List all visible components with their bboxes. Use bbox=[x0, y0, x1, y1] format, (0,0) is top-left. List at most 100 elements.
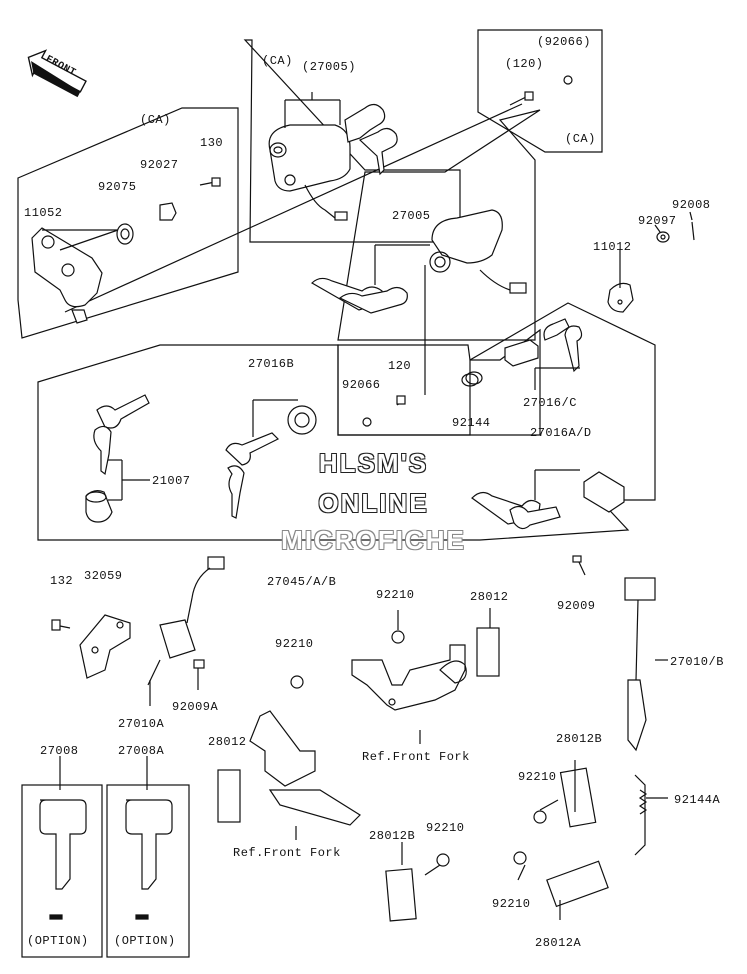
screw-92009-icon bbox=[572, 555, 586, 576]
label-28012a: 28012A bbox=[535, 936, 582, 950]
washer-92097-icon bbox=[656, 231, 670, 243]
label-27045: 27045/A/B bbox=[267, 575, 337, 589]
label-92210-b: 92210 bbox=[275, 637, 314, 651]
option-frame-2 bbox=[106, 784, 190, 958]
label-ref-front-fork-2: Ref.Front Fork bbox=[233, 846, 341, 860]
front-fork-bracket-2-icon bbox=[249, 710, 361, 826]
cylinder-27016ad-icon bbox=[583, 471, 625, 513]
label-92097: 92097 bbox=[638, 214, 677, 228]
pad-28012-a-icon bbox=[476, 627, 500, 677]
key-pair-27016b-icon bbox=[225, 432, 280, 519]
ca-frame-right bbox=[477, 29, 603, 153]
label-27016ad: 27016A/D bbox=[530, 426, 592, 440]
pad-28012a-icon bbox=[546, 860, 609, 908]
cylinder-21007-icon bbox=[85, 490, 113, 523]
label-32059: 32059 bbox=[84, 569, 123, 583]
bolt-132-icon bbox=[51, 619, 71, 631]
key-pair-27016c-icon bbox=[543, 318, 583, 373]
bolt-120-icon bbox=[396, 395, 406, 406]
label-11052: 11052 bbox=[24, 206, 63, 220]
option-frame-1 bbox=[21, 784, 103, 958]
label-27016c: 27016/C bbox=[523, 396, 577, 410]
label-92066: 92066 bbox=[342, 378, 381, 392]
label-92075: 92075 bbox=[98, 180, 137, 194]
washer-92066-icon bbox=[362, 417, 372, 427]
switch-27010a-icon bbox=[147, 556, 225, 686]
screw-92009a-icon bbox=[193, 659, 205, 669]
label-option-2: (OPTION) bbox=[114, 934, 176, 948]
label-92144: 92144 bbox=[452, 416, 491, 430]
label-120: 120 bbox=[388, 359, 412, 373]
label-ref-front-fork-1: Ref.Front Fork bbox=[362, 750, 470, 764]
pad-28012-b-icon bbox=[217, 769, 241, 823]
watermark-line-1: HLSM'S bbox=[318, 448, 429, 478]
label-27005: 27005 bbox=[392, 209, 431, 223]
cylinder-frame bbox=[37, 302, 656, 541]
nut-92210-c-icon bbox=[533, 810, 547, 824]
part-27016c-icon bbox=[504, 339, 539, 367]
label-28012b-b: 28012B bbox=[369, 829, 416, 843]
label-92009: 92009 bbox=[557, 599, 596, 613]
ca-frame-left bbox=[17, 107, 239, 339]
nut-92210-e-icon bbox=[513, 851, 527, 865]
label-27008a: 27008A bbox=[118, 744, 165, 758]
grommet-92075-icon bbox=[116, 223, 134, 245]
leader-120 bbox=[64, 103, 523, 313]
screw-92008-icon bbox=[691, 221, 695, 241]
key-pair-middle-icon bbox=[311, 277, 408, 314]
label-28012-a: 28012 bbox=[470, 590, 509, 604]
nut-92210-b-icon bbox=[290, 675, 304, 689]
nut-92210-a-icon bbox=[391, 630, 405, 644]
label-27016b: 27016B bbox=[248, 357, 295, 371]
label-ca-right: (CA) bbox=[565, 132, 596, 146]
label-92210-e: 92210 bbox=[492, 897, 531, 911]
cylinder-27016b-icon bbox=[287, 405, 317, 435]
spring-92144-icon bbox=[461, 371, 483, 387]
label-ca-top: (CA) bbox=[262, 54, 293, 68]
collar-92027-icon bbox=[159, 202, 177, 221]
label-ca-left: (CA) bbox=[140, 113, 171, 127]
label-option-1: (OPTION) bbox=[27, 934, 89, 948]
label-27005-top: (27005) bbox=[302, 60, 356, 74]
option-key-1-icon bbox=[39, 799, 87, 920]
key-pair-21007-icon bbox=[93, 394, 150, 476]
key-pair-top-icon bbox=[344, 103, 398, 176]
label-92027: 92027 bbox=[140, 158, 179, 172]
label-28012b-a: 28012B bbox=[556, 732, 603, 746]
label-130: 130 bbox=[200, 136, 224, 150]
label-120-paren: (120) bbox=[505, 57, 544, 71]
bolt-130-icon bbox=[199, 177, 221, 187]
switch-27010b-icon bbox=[624, 577, 656, 752]
label-11012: 11012 bbox=[593, 240, 632, 254]
label-92210-c: 92210 bbox=[518, 770, 557, 784]
plate-11012-icon bbox=[607, 282, 634, 313]
bracket-32059-icon bbox=[79, 614, 131, 679]
ignition-switch-top bbox=[268, 124, 351, 221]
key-pair-27016ad-icon bbox=[471, 491, 561, 530]
label-92066-paren: (92066) bbox=[537, 35, 591, 49]
label-92210-d: 92210 bbox=[426, 821, 465, 835]
label-92210-a: 92210 bbox=[376, 588, 415, 602]
label-92009a: 92009A bbox=[172, 700, 219, 714]
label-92144a: 92144A bbox=[674, 793, 721, 807]
spring-92144a-icon bbox=[634, 774, 648, 856]
front-arrow-icon bbox=[27, 49, 87, 98]
nut-92210-d-icon bbox=[436, 853, 450, 867]
label-92008: 92008 bbox=[672, 198, 711, 212]
bolt-120-top-icon bbox=[509, 75, 573, 106]
label-132: 132 bbox=[50, 574, 74, 588]
label-28012-b: 28012 bbox=[208, 735, 247, 749]
key-set-box bbox=[337, 109, 541, 341]
bracket-11052-icon bbox=[31, 227, 103, 324]
label-21007: 21007 bbox=[152, 474, 191, 488]
label-27010b: 27010/B bbox=[670, 655, 724, 669]
label-27008: 27008 bbox=[40, 744, 79, 758]
front-fork-bracket-1-icon bbox=[351, 644, 466, 711]
label-27010a: 27010A bbox=[118, 717, 165, 731]
pad-28012b-a-icon bbox=[559, 767, 597, 828]
option-key-2-icon bbox=[125, 799, 173, 920]
watermark-line-3: MICROFICHE bbox=[281, 525, 466, 555]
watermark-line-2: ONLINE bbox=[318, 488, 429, 518]
pad-28012b-b-icon bbox=[385, 868, 417, 922]
